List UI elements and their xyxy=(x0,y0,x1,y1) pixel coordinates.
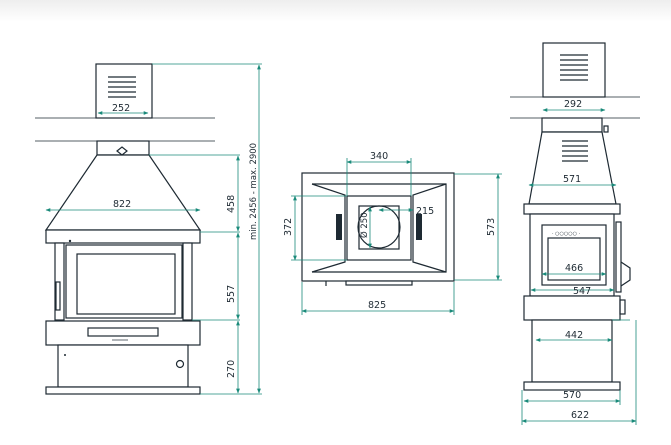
right-grille xyxy=(416,214,422,240)
dim-label-side-depth: 372 xyxy=(283,218,294,236)
left-grille xyxy=(336,214,342,240)
side-base xyxy=(531,319,613,383)
hood xyxy=(44,154,202,231)
dim-label-side-flue: 292 xyxy=(564,99,582,110)
firebox-frame xyxy=(65,244,183,319)
mantel-bar xyxy=(45,229,201,244)
dim-label-hood-width: 822 xyxy=(113,199,131,210)
side-view: · ○○○○○ · 292 571 466 547 442 570 62 xyxy=(510,42,640,425)
dim-extension-lines xyxy=(149,63,262,395)
dim-label-total-height: min. 2456 - max. 2900 xyxy=(249,143,259,240)
dim-label-side-hood: 571 xyxy=(563,174,581,185)
side-hood xyxy=(528,131,617,205)
dim-label-firebox-height: 557 xyxy=(226,285,237,303)
side-plinth xyxy=(523,381,621,391)
mantel-rivet xyxy=(68,239,72,243)
front-view: 252 822 458 557 270 min. 2456 - max. 290… xyxy=(35,63,262,395)
right-column xyxy=(182,242,193,321)
ash-drawer xyxy=(87,327,159,337)
dim-label-side-firebox: 547 xyxy=(573,286,591,297)
side-glass xyxy=(547,237,601,281)
dim-label-flue-diameter: Ø 250 xyxy=(359,212,370,238)
dim-label-side-base-inner: 442 xyxy=(565,330,583,341)
door-glass xyxy=(76,253,176,315)
plinth xyxy=(45,386,201,395)
side-handle xyxy=(55,281,61,311)
top-inner-box xyxy=(312,183,447,273)
dim-label-total-width: 825 xyxy=(368,300,386,311)
control-marks-text: · ○○○○○ · xyxy=(552,231,581,237)
dim-label-flue-width: 252 xyxy=(112,103,130,114)
side-flue-grille xyxy=(560,54,588,81)
side-handle xyxy=(620,261,631,287)
dim-label-top-flue-width: 340 xyxy=(370,151,388,162)
logo-mark xyxy=(116,146,128,156)
side-mantel xyxy=(523,203,621,215)
side-hood-grille xyxy=(562,140,588,162)
right-wing xyxy=(412,183,447,273)
dim-label-side-glass: 466 xyxy=(565,263,583,274)
dim-label-total-depth: 573 xyxy=(486,218,497,236)
side-inner-frame xyxy=(541,224,607,286)
top-view: 340 372 Ø 250 215 573 825 xyxy=(283,151,502,315)
side-collar-tab xyxy=(603,125,609,133)
ash-drawer-band xyxy=(45,320,201,346)
dim-label-flue-offset: 215 xyxy=(416,206,434,217)
flue-vent-grille xyxy=(108,76,136,98)
side-lower-tab xyxy=(619,299,626,315)
front-lip xyxy=(345,280,413,286)
side-flue xyxy=(542,42,606,98)
flue xyxy=(95,63,153,119)
dim-label-base-height: 270 xyxy=(226,360,237,378)
dim-label-side-total: 622 xyxy=(571,410,589,421)
flue-circle xyxy=(357,205,401,249)
side-dim-extensions xyxy=(521,319,637,425)
base-rivet xyxy=(64,354,66,356)
base-knob xyxy=(175,359,185,369)
side-collar xyxy=(541,117,603,133)
side-door-rail xyxy=(615,221,622,293)
base-cabinet xyxy=(57,344,189,388)
side-lower-band xyxy=(523,295,621,321)
dim-label-hood-height: 458 xyxy=(226,195,237,213)
top-shade-band xyxy=(0,0,671,22)
left-wing xyxy=(311,183,346,273)
dim-label-side-base: 570 xyxy=(563,390,581,401)
